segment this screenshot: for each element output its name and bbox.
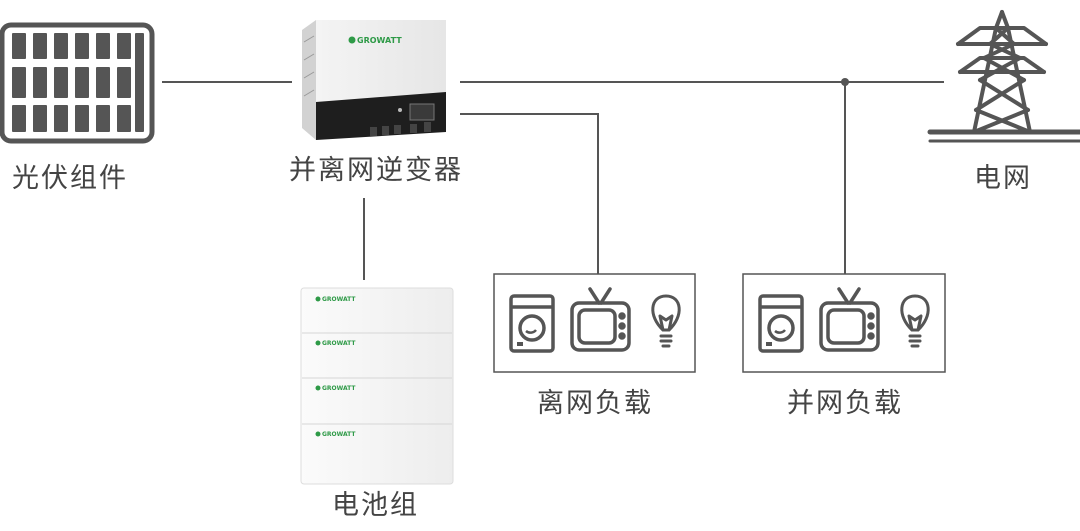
inverter-logo-mark [348,36,356,44]
inverter-ports [370,122,431,136]
ongrid-load-label: 并网负载 [787,388,903,419]
battery-module-1-logo: GROWATT [322,296,356,303]
battery-pack-label: 电池组 [332,490,419,521]
inverter-device: GROWATT [302,20,446,140]
transmission-tower-icon [927,10,1080,143]
ongrid-load-box [742,273,946,373]
light-bulb-icon [651,294,681,348]
light-bulb-icon [900,294,930,348]
battery-module-4-logo: GROWATT [322,431,356,438]
offgrid-load-label: 离网负载 [537,388,653,419]
battery-module-3-logo: GROWATT [322,385,356,392]
washing-machine-icon [509,294,555,353]
tv-icon [819,287,880,352]
offgrid-load-box [493,273,696,373]
pv-modules-label: 光伏组件 [12,163,128,194]
wire-inverter-offgrid-load [460,113,599,274]
grid-label: 电网 [974,163,1032,194]
inverter-display [409,103,435,121]
washing-machine-icon [758,294,804,353]
battery-module-2-logo: GROWATT [322,340,356,347]
inverter-brand-logo: GROWATT [357,36,402,45]
inverter-label: 并离网逆变器 [289,155,463,186]
battery-stack: GROWATT GROWATT GROWATT GROWATT [300,287,454,485]
solar-panel-icon [0,22,155,144]
tv-icon [570,287,631,352]
connection-lines [162,78,944,280]
